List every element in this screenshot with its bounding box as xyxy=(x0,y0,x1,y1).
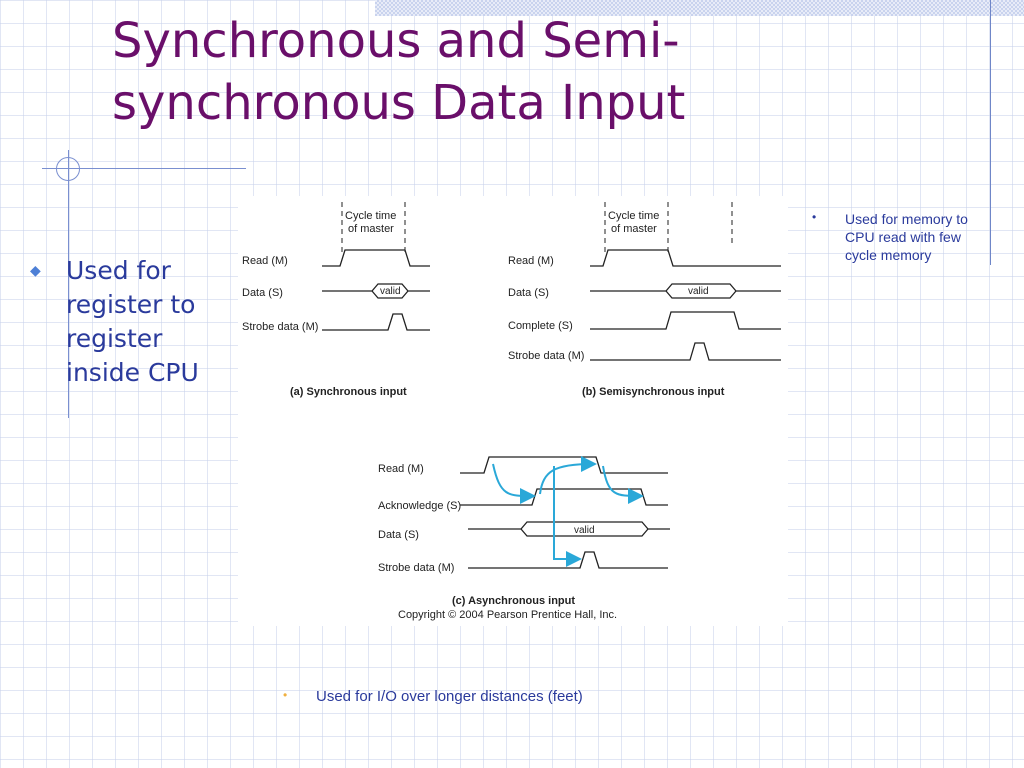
signal-label-read: Read (M) xyxy=(242,255,288,267)
complete-waveform xyxy=(590,311,781,330)
caption-semisynchronous: (b) Semisynchronous input xyxy=(582,386,725,398)
data-waveform-top xyxy=(322,283,430,292)
valid-label: valid xyxy=(574,525,595,536)
valid-label: valid xyxy=(380,286,401,297)
top-decorative-band xyxy=(375,0,1024,16)
data-waveform-bottom xyxy=(371,290,409,299)
cycle-master-label: of master xyxy=(348,223,394,235)
read-waveform xyxy=(590,249,781,267)
data-waveform-bottom xyxy=(520,528,649,537)
left-bullet-text: Used for register to register inside CPU xyxy=(66,256,199,387)
cycle-time-label: Cycle time xyxy=(608,210,659,222)
slide-title: Synchronous and Semi-synchronous Data In… xyxy=(112,13,686,131)
panel-synchronous: Cycle time of master Read (M) Data (S) S… xyxy=(242,202,430,398)
dot-bullet-icon: • xyxy=(283,688,288,702)
decorative-circle xyxy=(56,157,80,181)
caption-synchronous: (a) Synchronous input xyxy=(290,386,407,398)
timing-diagram: Cycle time of master Read (M) Data (S) S… xyxy=(238,196,788,626)
signal-label-strobe: Strobe data (M) xyxy=(508,350,584,362)
read-waveform xyxy=(322,249,430,267)
signal-label-complete: Complete (S) xyxy=(508,320,573,332)
signal-label-data: Data (S) xyxy=(378,529,419,541)
cycle-time-label: Cycle time xyxy=(345,210,396,222)
signal-label-acknowledge: Acknowledge (S) xyxy=(378,500,461,512)
dot-bullet-icon: • xyxy=(812,210,817,224)
handshake-arrow-to-strobe xyxy=(553,466,582,567)
copyright-text: Copyright © 2004 Pearson Prentice Hall, … xyxy=(398,609,617,621)
data-waveform-top xyxy=(468,521,670,530)
signal-label-read: Read (M) xyxy=(378,463,424,475)
strobe-waveform xyxy=(590,342,781,361)
strobe-waveform xyxy=(322,313,430,331)
decorative-horizontal-line xyxy=(42,168,246,169)
handshake-arrow-read-release xyxy=(602,465,644,504)
acknowledge-waveform xyxy=(460,488,668,506)
bottom-bullet-text: Used for I/O over longer distances (feet… xyxy=(316,688,583,705)
right-decorative-rule xyxy=(990,0,991,265)
decorative-vertical-line xyxy=(68,150,69,418)
read-waveform xyxy=(460,456,668,474)
signal-label-read: Read (M) xyxy=(508,255,554,267)
timing-diagram-svg: Cycle time of master Read (M) Data (S) S… xyxy=(242,202,781,621)
caption-asynchronous: (c) Asynchronous input xyxy=(452,595,575,607)
right-bullet-text: Used for memory to CPU read with few cyc… xyxy=(845,211,968,263)
data-waveform-top xyxy=(590,283,781,292)
handshake-arrow-read-to-ack xyxy=(492,463,536,504)
valid-label: valid xyxy=(688,286,709,297)
signal-label-strobe: Strobe data (M) xyxy=(242,321,318,333)
data-waveform-bottom xyxy=(665,290,737,299)
signal-label-data: Data (S) xyxy=(508,287,549,299)
cycle-master-label: of master xyxy=(611,223,657,235)
diamond-bullet-icon: ◆ xyxy=(30,262,41,278)
signal-label-strobe: Strobe data (M) xyxy=(378,562,454,574)
strobe-waveform xyxy=(468,551,668,569)
signal-label-data: Data (S) xyxy=(242,287,283,299)
panel-asynchronous: Read (M) Acknowledge (S) Data (S) Strobe… xyxy=(378,456,670,621)
panel-semisynchronous: Cycle time of master Read (M) Data (S) C… xyxy=(508,202,781,398)
